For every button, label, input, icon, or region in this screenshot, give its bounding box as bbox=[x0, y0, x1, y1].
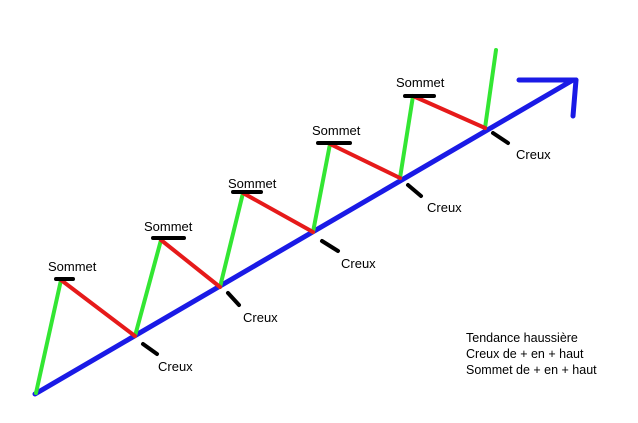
trough-label: Creux bbox=[243, 310, 278, 325]
down-leg-1 bbox=[59, 278, 137, 338]
legend: Tendance haussière Creux de + en + haut … bbox=[466, 330, 597, 378]
trough-label: Creux bbox=[427, 200, 462, 215]
peak-labels: Sommet Sommet Sommet Sommet Sommet bbox=[48, 75, 445, 274]
up-leg-3 bbox=[218, 191, 245, 289]
trough-marker-5 bbox=[491, 131, 510, 145]
trendline-arrowhead-side bbox=[570, 77, 579, 119]
peak-label: Sommet bbox=[228, 176, 277, 191]
legend-line-trend: Tendance haussière bbox=[466, 331, 578, 345]
peak-label: Sommet bbox=[312, 123, 361, 138]
peak-label: Sommet bbox=[48, 259, 97, 274]
trough-label: Creux bbox=[516, 147, 551, 162]
legend-line-troughs: Creux de + en + haut bbox=[466, 347, 584, 361]
up-leg-2 bbox=[133, 238, 163, 338]
trough-marker-4 bbox=[406, 183, 423, 198]
trough-label: Creux bbox=[341, 256, 376, 271]
trough-marker-2 bbox=[226, 291, 241, 307]
trough-markers bbox=[141, 131, 510, 356]
up-leg-1 bbox=[34, 278, 63, 395]
up-leg-5 bbox=[398, 94, 415, 180]
trendline-line bbox=[32, 77, 576, 397]
trough-labels: Creux Creux Creux Creux Creux bbox=[158, 147, 551, 374]
up-leg-4 bbox=[311, 142, 332, 234]
up-leg-6 bbox=[483, 48, 498, 130]
peak-label: Sommet bbox=[144, 219, 193, 234]
down-leg-5 bbox=[411, 94, 487, 130]
trendline bbox=[32, 77, 579, 397]
legend-line-peaks: Sommet de + en + haut bbox=[466, 363, 597, 377]
up-legs bbox=[34, 48, 498, 395]
trough-marker-3 bbox=[320, 239, 340, 253]
down-leg-3 bbox=[241, 191, 315, 234]
down-legs bbox=[59, 94, 487, 338]
trough-marker-1 bbox=[141, 342, 159, 356]
down-leg-4 bbox=[328, 142, 402, 180]
peak-label: Sommet bbox=[396, 75, 445, 90]
peak-markers bbox=[54, 94, 436, 281]
down-leg-2 bbox=[159, 238, 222, 289]
trough-label: Creux bbox=[158, 359, 193, 374]
